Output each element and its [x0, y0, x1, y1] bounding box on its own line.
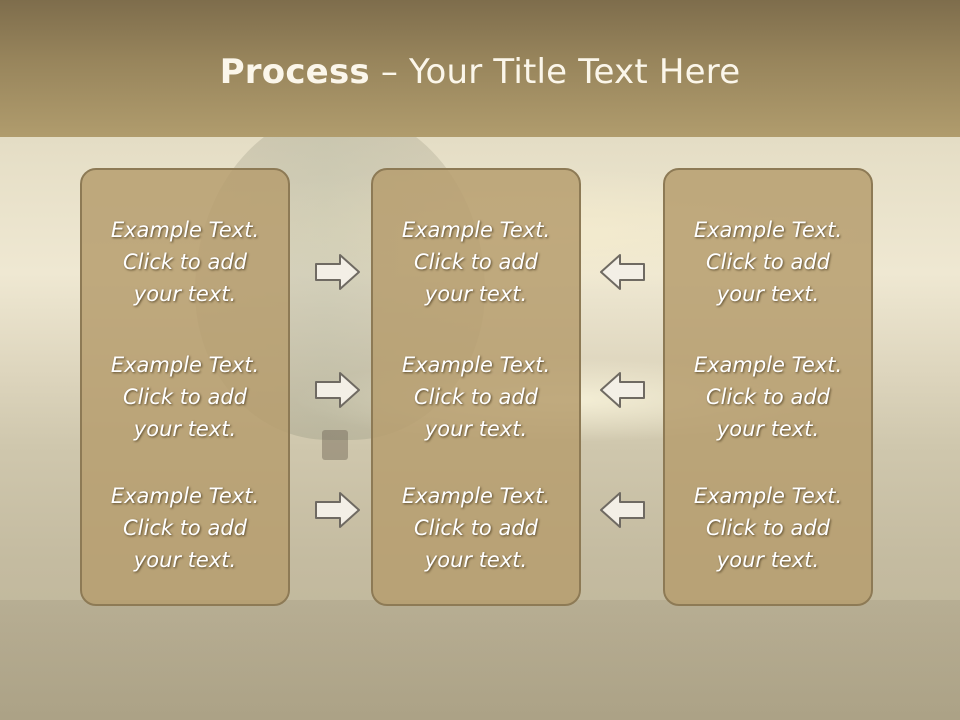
- text-line: your text.: [424, 282, 528, 306]
- text-line: Example Text.: [693, 218, 843, 242]
- text-line: your text.: [424, 548, 528, 572]
- text-line: your text.: [424, 417, 528, 441]
- process-column-right: Example Text. Click to add your text. Ex…: [663, 168, 873, 606]
- left-arrow-icon: [598, 370, 646, 410]
- text-line: Click to add: [705, 250, 830, 274]
- text-line: your text.: [133, 417, 237, 441]
- text-line: your text.: [716, 417, 820, 441]
- title-bar: Process – Your Title Text Here: [0, 0, 960, 137]
- title-bold-part: Process: [219, 52, 370, 92]
- text-line: your text.: [133, 548, 237, 572]
- right-arrow-icon: [314, 370, 362, 410]
- balloon-basket-image: [322, 430, 348, 460]
- text-line: Click to add: [413, 385, 538, 409]
- right-arrow-icon: [314, 490, 362, 530]
- ground-landscape: [0, 600, 960, 720]
- text-line: your text.: [716, 548, 820, 572]
- text-line: Example Text.: [693, 484, 843, 508]
- process-column-center: Example Text. Click to add your text. Ex…: [371, 168, 581, 606]
- text-line: Click to add: [705, 385, 830, 409]
- text-placeholder[interactable]: Example Text. Click to add your text.: [665, 214, 871, 310]
- left-arrow-icon: [598, 490, 646, 530]
- text-line: Click to add: [413, 516, 538, 540]
- text-line: Click to add: [705, 516, 830, 540]
- text-line: Example Text.: [401, 218, 551, 242]
- right-arrow-icon: [314, 252, 362, 292]
- text-line: Example Text.: [110, 484, 260, 508]
- slide-title[interactable]: Process – Your Title Text Here: [0, 52, 960, 92]
- text-line: Example Text.: [110, 353, 260, 377]
- text-line: your text.: [716, 282, 820, 306]
- text-placeholder[interactable]: Example Text. Click to add your text.: [82, 214, 288, 310]
- text-placeholder[interactable]: Example Text. Click to add your text.: [82, 480, 288, 576]
- text-placeholder[interactable]: Example Text. Click to add your text.: [373, 214, 579, 310]
- text-line: Click to add: [122, 516, 247, 540]
- text-placeholder[interactable]: Example Text. Click to add your text.: [665, 349, 871, 445]
- text-line: Click to add: [413, 250, 538, 274]
- process-column-left: Example Text. Click to add your text. Ex…: [80, 168, 290, 606]
- text-line: your text.: [133, 282, 237, 306]
- text-line: Example Text.: [401, 353, 551, 377]
- text-line: Example Text.: [693, 353, 843, 377]
- text-placeholder[interactable]: Example Text. Click to add your text.: [373, 480, 579, 576]
- text-line: Click to add: [122, 385, 247, 409]
- text-placeholder[interactable]: Example Text. Click to add your text.: [373, 349, 579, 445]
- title-rest-part: – Your Title Text Here: [369, 52, 741, 92]
- text-placeholder[interactable]: Example Text. Click to add your text.: [665, 480, 871, 576]
- text-line: Click to add: [122, 250, 247, 274]
- left-arrow-icon: [598, 252, 646, 292]
- text-placeholder[interactable]: Example Text. Click to add your text.: [82, 349, 288, 445]
- text-line: Example Text.: [110, 218, 260, 242]
- text-line: Example Text.: [401, 484, 551, 508]
